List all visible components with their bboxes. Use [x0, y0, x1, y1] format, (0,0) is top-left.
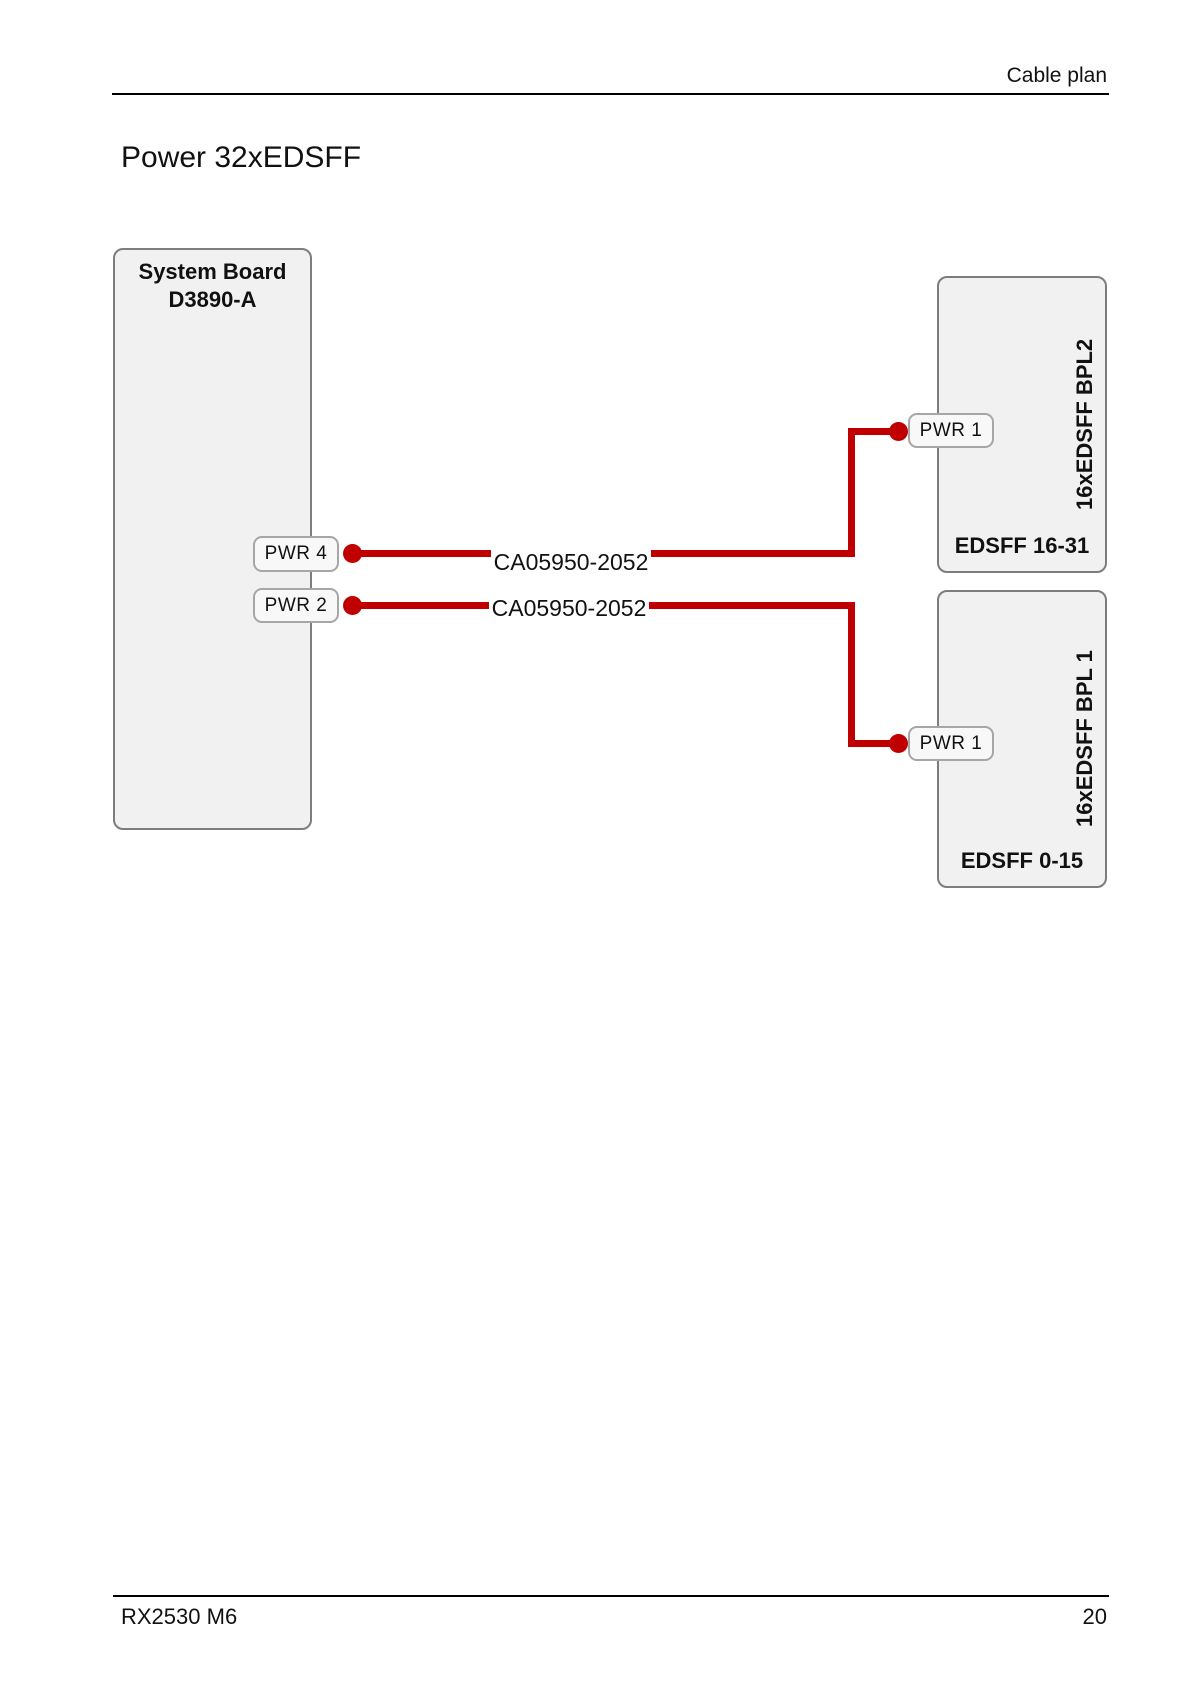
- port-pwr2: PWR 2: [253, 588, 339, 623]
- cable2-label: CA05950-2052: [489, 595, 649, 621]
- cable1-vertical-segment: [847, 427, 855, 557]
- cable2-vertical-segment: [847, 601, 855, 747]
- system-board-model: D3890-A: [168, 287, 257, 312]
- header-rule: [112, 92, 1109, 95]
- backplane-bpl2-box: 16xEDSFF BPL2 EDSFF 16-31: [937, 276, 1107, 573]
- backplane-bpl2-drives-label: EDSFF 16-31: [954, 533, 1090, 558]
- port-pwr1-bpl2: PWR 1: [908, 413, 994, 448]
- backplane-bpl1-side-label: 16xEDSFF BPL 1: [1072, 650, 1097, 828]
- port-pwr1-bpl1: PWR 1: [908, 726, 994, 761]
- backplane-bpl2-side-label: 16xEDSFF BPL2: [1072, 338, 1097, 511]
- cable1-top-segment: [847, 427, 898, 435]
- cable1-endpoint-dot-right: [888, 421, 908, 441]
- system-board-title: System Board D3890-A: [115, 258, 310, 314]
- cable1-endpoint-dot-left: [342, 543, 362, 563]
- cable2-endpoint-dot-right: [888, 733, 908, 753]
- page-title: Power 32xEDSFF: [121, 141, 362, 174]
- system-board-name: System Board: [138, 259, 287, 284]
- cable2-endpoint-dot-left: [342, 595, 362, 615]
- port-pwr4: PWR 4: [253, 536, 339, 572]
- backplane-bpl1-drives-label: EDSFF 0-15: [960, 848, 1084, 873]
- cable2-bottom-segment: [847, 739, 898, 747]
- footer-model-label: RX2530 M6: [121, 1604, 238, 1629]
- header-chapter-title: Cable plan: [1006, 64, 1107, 87]
- footer-page-number: 20: [1082, 1604, 1107, 1629]
- footer-rule: [113, 1595, 1109, 1597]
- cable1-label: CA05950-2052: [491, 549, 651, 575]
